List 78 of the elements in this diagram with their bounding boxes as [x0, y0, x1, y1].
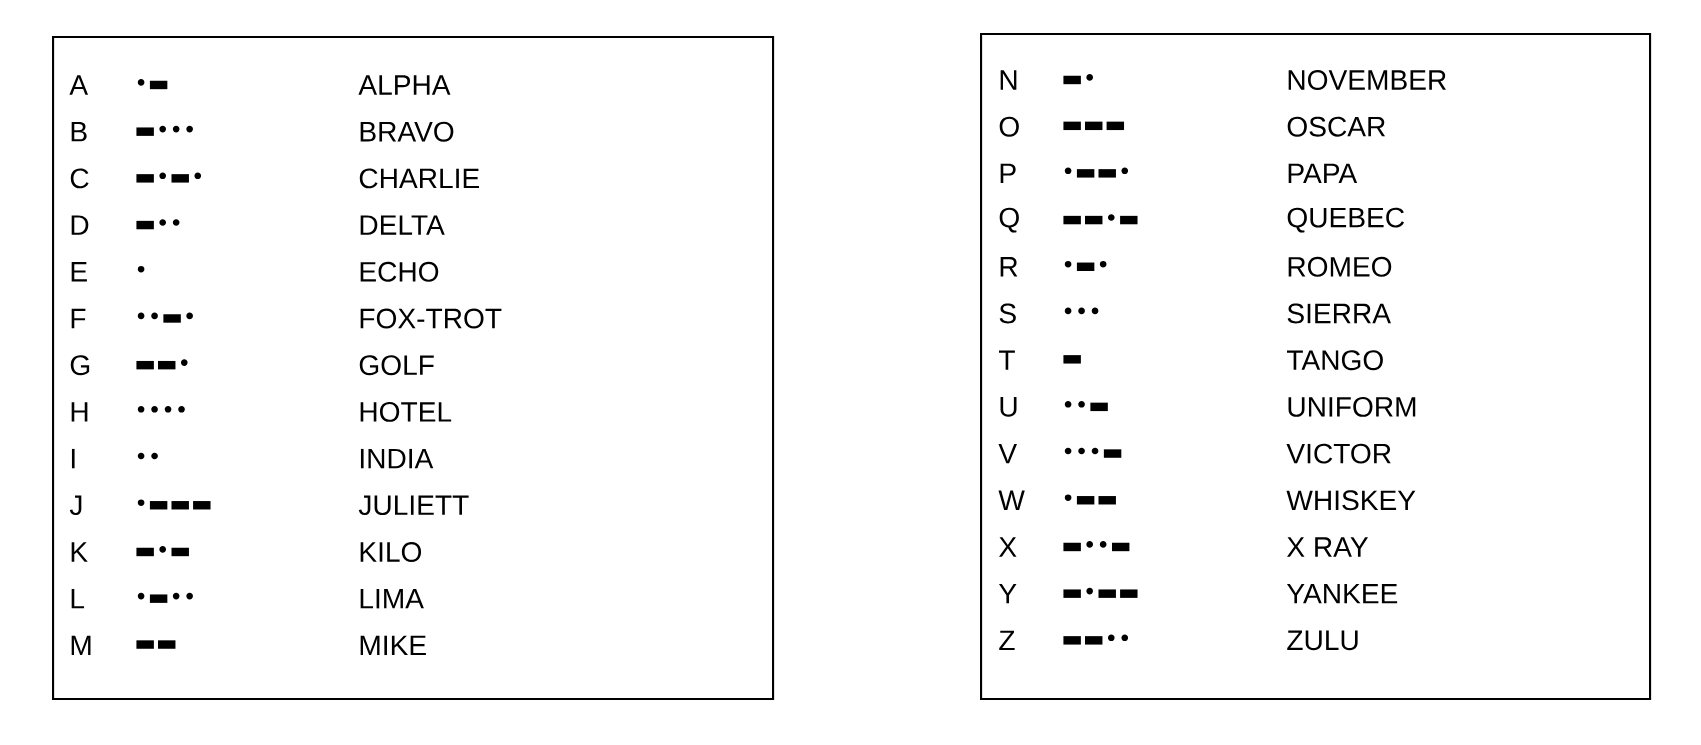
- phonetic-word: INDIA: [360, 448, 434, 469]
- phonetic-word: ALPHA: [358, 75, 451, 95]
- phonetic-word: TANGO: [1287, 350, 1383, 371]
- letter-label: R: [1000, 257, 1018, 277]
- morse-code: •▬••: [137, 592, 193, 603]
- letter-label: C: [70, 168, 89, 189]
- letter-label: U: [1000, 397, 1017, 417]
- morse-code: ▬: [1063, 355, 1081, 364]
- morse-code: ••▬: [1064, 401, 1108, 412]
- morse-code: •▬: [137, 79, 168, 90]
- phonetic-word: DELTA: [360, 215, 445, 235]
- letter-label: K: [71, 542, 88, 562]
- morse-code: ••: [137, 452, 158, 460]
- phonetic-word: FOX-TROT: [360, 308, 502, 329]
- letter-label: E: [71, 262, 87, 282]
- morse-code: ▬▬•: [136, 359, 188, 370]
- morse-code: ••▬•: [137, 312, 193, 323]
- morse-code: ▬▬•▬: [1063, 214, 1138, 225]
- letter-label: M: [71, 635, 91, 656]
- phonetic-word: ROMEO: [1288, 256, 1392, 277]
- morse-code: •▬•: [1064, 260, 1107, 271]
- morse-code: ▬▬••: [1063, 634, 1129, 645]
- morse-code: •▬▬: [1064, 494, 1116, 505]
- morse-code: •: [137, 265, 145, 273]
- phonetic-word: PAPA: [1288, 163, 1358, 184]
- morse-code: ▬•▬•: [136, 172, 202, 183]
- phonetic-word: ZULU: [1287, 630, 1358, 651]
- morse-code: ▬•: [1063, 74, 1093, 85]
- letter-label: S: [999, 303, 1016, 324]
- phonetic-word: SIERRA: [1287, 303, 1391, 324]
- letter-label: V: [998, 443, 1017, 464]
- letter-label: N: [1000, 70, 1017, 90]
- phonetic-word: CHARLIE: [359, 168, 479, 189]
- morse-code: ▬▬▬: [1063, 121, 1125, 131]
- letter-label: W: [998, 490, 1025, 510]
- letter-label: O: [999, 116, 1019, 137]
- letter-label: Z: [999, 630, 1015, 651]
- morse-code: ▬••▬: [1063, 541, 1130, 552]
- letter-label: X: [999, 537, 1017, 557]
- phonetic-word: VICTOR: [1286, 443, 1391, 464]
- letter-label: H: [71, 402, 88, 422]
- letter-label: G: [70, 355, 90, 376]
- letter-label: D: [71, 215, 89, 235]
- morse-code: ▬•••: [136, 125, 193, 136]
- phonetic-word: ECHO: [360, 261, 439, 282]
- phonetic-word: LIMA: [360, 589, 424, 609]
- letter-label: L: [71, 589, 85, 609]
- phonetic-word: UNIFORM: [1288, 396, 1416, 417]
- letter-label: Q: [999, 207, 1019, 233]
- morse-code: ▬•▬: [136, 546, 189, 557]
- phonetic-word: BRAVO: [360, 121, 454, 142]
- letter-label: A: [69, 75, 89, 95]
- phonetic-word: X RAY: [1287, 537, 1369, 557]
- morse-code: ▬•▬▬: [1063, 587, 1138, 598]
- letter-label: P: [1000, 163, 1016, 184]
- phonetic-word: HOTEL: [360, 401, 452, 422]
- phonetic-word: WHISKEY: [1286, 490, 1416, 511]
- morse-code: •••▬: [1064, 447, 1122, 458]
- letter-label: F: [71, 308, 86, 329]
- phonetic-word: MIKE: [360, 635, 426, 656]
- morse-code: •••: [1064, 307, 1099, 315]
- letter-label: J: [69, 495, 82, 516]
- morse-code: ▬▬: [136, 640, 176, 649]
- phonetic-word: KILO: [360, 542, 422, 562]
- phonetic-word: OSCAR: [1287, 116, 1386, 137]
- letter-label: T: [999, 350, 1015, 370]
- phonetic-word: NOVEMBER: [1288, 70, 1446, 90]
- phonetic-word: JULIETT: [358, 495, 469, 516]
- morse-code: •▬▬•: [1064, 167, 1129, 178]
- letter-label: B: [71, 122, 87, 142]
- letter-label: I: [71, 448, 75, 469]
- morse-code: ••••: [137, 406, 185, 413]
- phonetic-word: GOLF: [359, 355, 434, 376]
- phonetic-word: YANKEE: [1286, 584, 1398, 604]
- letter-label: Y: [998, 584, 1017, 604]
- phonetic-word: QUEBEC: [1287, 207, 1405, 233]
- morse-code: ▬••: [136, 219, 180, 230]
- morse-code: •▬▬▬: [137, 499, 211, 510]
